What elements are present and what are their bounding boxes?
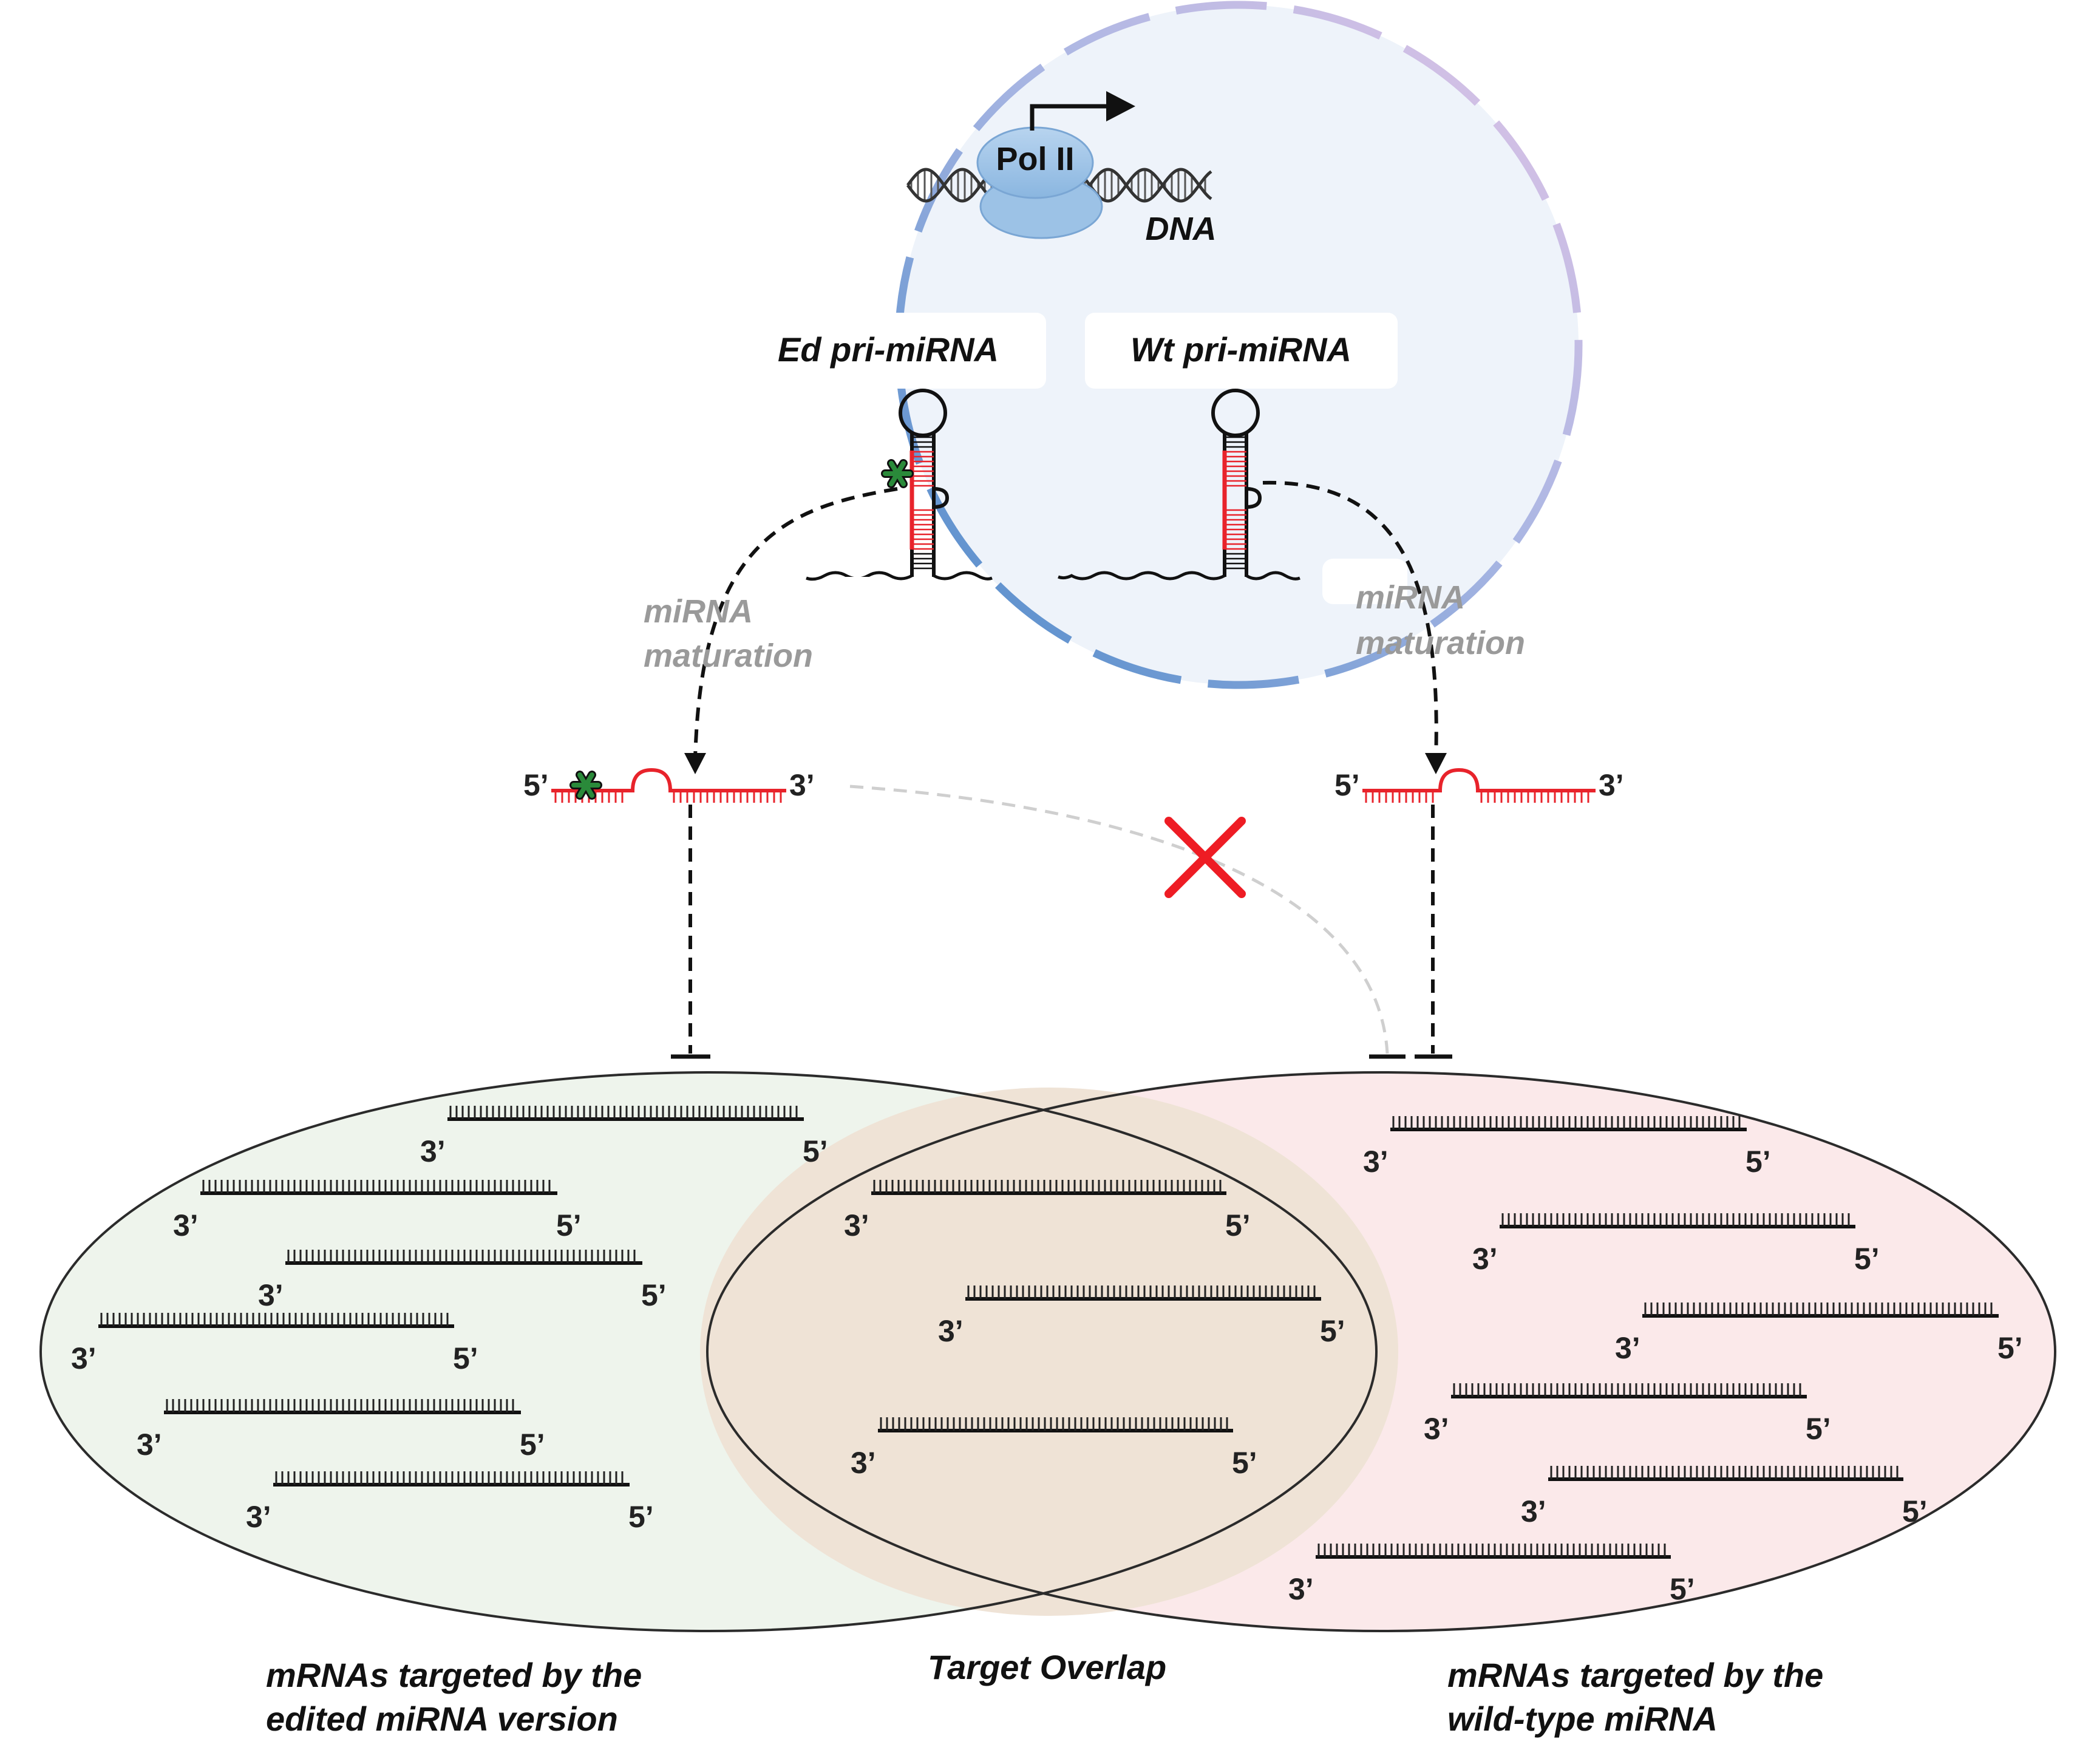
pol-ii-enzyme: Pol II	[976, 91, 1135, 239]
mrna-targets: 3’ 5’ 3’ 5’ 3’ 5’ 3’ 5’ 3’ 5’ 3’ 5’ 3’ 5’ 3’ 5’ 3’ 5’ 3’ 5’…	[71, 1106, 2023, 1606]
blocked-cross-target-path	[849, 785, 1389, 1054]
flank-right	[1245, 571, 1300, 581]
mrna-five-prime: 5’	[1320, 1314, 1345, 1348]
mrna-target-wildtype-only: 3’ 5’	[1424, 1383, 1831, 1446]
dna-label: DNA	[1146, 211, 1217, 247]
edited-set-caption-line2: edited miRNA version	[266, 1700, 618, 1738]
right-maturation-arrow	[1262, 480, 1438, 760]
wildtype-mirna-five-prime: 5’	[1334, 768, 1360, 802]
mrna-five-prime: 5’	[1806, 1412, 1831, 1446]
mrna-three-prime: 3’	[1615, 1331, 1640, 1365]
right-maturation-backdrop	[1322, 559, 1407, 604]
wildtype-mirna-strand	[1362, 768, 1596, 792]
mrna-three-prime: 3’	[1288, 1572, 1314, 1606]
wildtype-mirna-three-prime: 3’	[1599, 768, 1624, 802]
pol-ii-label: Pol II	[996, 141, 1074, 177]
wildtype-pri-mirna-label-box: Wt pri-miRNA	[1085, 313, 1398, 389]
mrna-target-wildtype-only: 3’ 5’	[1288, 1544, 1695, 1606]
edited-pri-mirna-label: Ed pri-miRNA	[778, 330, 999, 369]
flank-right	[933, 571, 993, 581]
edit-site-star-icon	[881, 459, 914, 488]
edited-mirna-five-prime: 5’	[523, 768, 549, 802]
left-maturation-arrowhead	[684, 753, 706, 774]
mrna-five-prime: 5’	[1225, 1208, 1251, 1242]
mrna-target-edited-only: 3’ 5’	[137, 1399, 545, 1462]
edited-mirna-strand	[551, 768, 786, 792]
mrna-three-prime: 3’	[1521, 1494, 1546, 1528]
mrna-three-prime: 3’	[1472, 1242, 1498, 1276]
mrna-target-wildtype-only: 3’ 5’	[1615, 1303, 2023, 1365]
mrna-five-prime: 5’	[556, 1208, 582, 1242]
mrna-target-wildtype-only: 3’ 5’	[1363, 1116, 1771, 1179]
edited-set-caption-line1: mRNAs targeted by the	[266, 1656, 642, 1694]
mrna-target-overlap: 3’ 5’	[844, 1180, 1251, 1242]
transcription-arrow	[1030, 104, 1111, 131]
mrna-three-prime: 3’	[137, 1428, 162, 1462]
mrna-target-edited-only: 3’ 5’	[71, 1313, 478, 1375]
right-maturation-label-line2: maturation	[1356, 625, 1525, 661]
mrna-three-prime: 3’	[938, 1314, 964, 1348]
mrna-five-prime: 5’	[520, 1428, 545, 1462]
mrna-five-prime: 5’	[803, 1134, 828, 1168]
edited-pri-mirna-box	[733, 313, 1046, 389]
wildtype-set-caption-line2: wild-type miRNA	[1447, 1700, 1718, 1738]
mrna-three-prime: 3’	[420, 1134, 446, 1168]
mrna-target-edited-only: 3’ 5’	[246, 1471, 654, 1534]
hairpin-loop	[899, 389, 947, 437]
left-maturation-arrow	[693, 487, 898, 760]
block-x-icon	[1164, 817, 1246, 898]
mrna-five-prime: 5’	[1854, 1242, 1880, 1276]
wildtype-targets-set-outline	[706, 1071, 2056, 1632]
hairpin-loop	[1211, 389, 1260, 437]
edited-targets-set-outline	[39, 1071, 1378, 1632]
pol-ii-upper-lobe	[976, 126, 1094, 199]
overlap-region	[700, 1088, 1398, 1616]
stem-bulge	[933, 487, 950, 509]
transcription-arrowhead	[1106, 91, 1135, 121]
mrna-target-overlap: 3’ 5’	[851, 1417, 1257, 1480]
mrna-three-prime: 3’	[851, 1446, 876, 1480]
mrna-target-edited-only: 3’ 5’	[173, 1180, 582, 1242]
mrna-three-prime: 3’	[1363, 1145, 1389, 1179]
mrna-three-prime: 3’	[1424, 1412, 1449, 1446]
mrna-three-prime: 3’	[246, 1500, 271, 1534]
mrna-five-prime: 5’	[1670, 1572, 1695, 1606]
venn-diagram	[39, 1071, 2056, 1632]
mrna-five-prime: 5’	[453, 1341, 478, 1375]
mrna-target-edited-only: 3’ 5’	[420, 1106, 828, 1168]
mrna-target-edited-only: 3’ 5’	[258, 1250, 667, 1312]
stem-bulge	[1246, 487, 1262, 509]
wildtype-pri-mirna-label: Wt pri-miRNA	[1130, 330, 1351, 369]
wildtype-pri-mirna-hairpin	[1058, 389, 1300, 581]
mrna-target-wildtype-only: 3’ 5’	[1521, 1466, 1928, 1528]
mrna-five-prime: 5’	[1746, 1145, 1771, 1179]
edited-mature-mirna: 5’ 3’	[523, 768, 815, 803]
wildtype-pri-mirna-box	[1085, 313, 1398, 389]
left-maturation-label-line2: maturation	[644, 638, 813, 674]
mrna-target-overlap: 3’ 5’	[938, 1286, 1345, 1348]
mrna-five-prime: 5’	[628, 1500, 654, 1534]
mrna-three-prime: 3’	[173, 1208, 199, 1242]
flank-left	[1058, 571, 1226, 581]
edited-mirna-star-icon	[569, 771, 602, 800]
right-maturation-arrowhead	[1425, 753, 1447, 774]
mrna-five-prime: 5’	[641, 1278, 667, 1312]
wildtype-mature-mirna: 5’ 3’	[1334, 768, 1624, 803]
mrna-three-prime: 3’	[71, 1341, 97, 1375]
left-maturation-backdrop	[838, 577, 874, 668]
overlap-caption: Target Overlap	[928, 1648, 1166, 1686]
right-maturation-label-line1: miRNA	[1356, 579, 1465, 616]
left-maturation-label-line1: miRNA	[644, 593, 753, 630]
mrna-five-prime: 5’	[1232, 1446, 1257, 1480]
edited-mirna-three-prime: 3’	[789, 768, 815, 802]
mrna-five-prime: 5’	[1997, 1331, 2023, 1365]
mrna-three-prime: 3’	[258, 1278, 284, 1312]
mrna-five-prime: 5’	[1902, 1494, 1928, 1528]
wildtype-set-caption-line1: mRNAs targeted by the	[1447, 1656, 1823, 1694]
edited-pri-mirna-label-box: Ed pri-miRNA	[733, 313, 1046, 389]
mrna-target-wildtype-only: 3’ 5’	[1472, 1213, 1880, 1276]
mrna-three-prime: 3’	[844, 1208, 869, 1242]
